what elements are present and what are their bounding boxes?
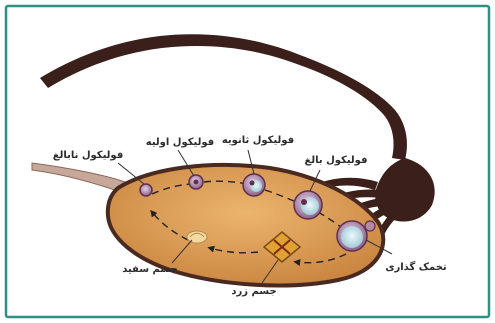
label-ovulation: تخمک گذاری	[385, 260, 447, 273]
label-corpus-albicans: جسم سفید	[122, 264, 178, 275]
corpus-albicans	[187, 231, 207, 243]
label-primary-follicle: فولیکول اولیه	[146, 137, 214, 148]
label-primordial-follicle: فولیکول نابالغ	[53, 150, 124, 161]
primary-follicle	[189, 175, 203, 189]
label-mature-follicle: فولیکول بالغ	[305, 155, 368, 166]
label-corpus-luteum: جسم زرد	[231, 286, 276, 297]
secondary-follicle	[243, 174, 265, 196]
mature-follicle	[294, 191, 322, 219]
label-secondary-follicle: فولیکول ثانویه	[222, 135, 294, 146]
primordial-follicle	[140, 184, 152, 196]
